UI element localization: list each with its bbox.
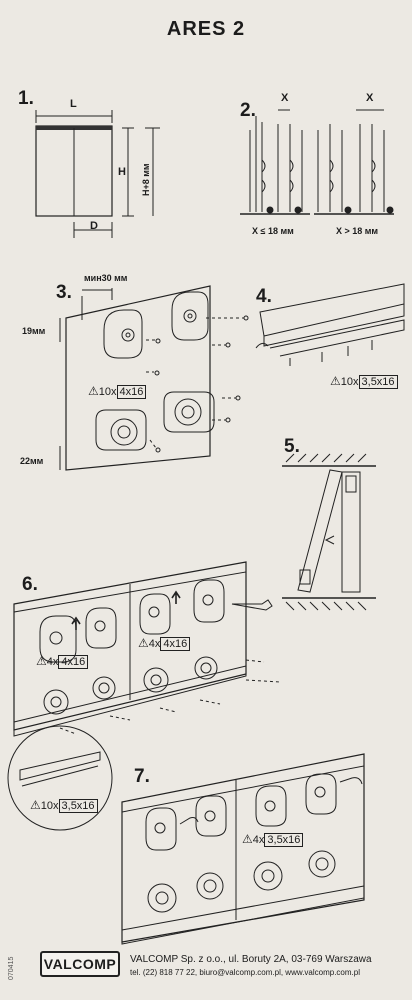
overlap-label-x-1: X	[281, 92, 289, 104]
bottom-offset-label: 22мм	[20, 456, 44, 466]
overlap-label-x-2: X	[366, 92, 374, 104]
screw-size: 3,5x16	[264, 833, 304, 847]
screw-size: 4x16	[58, 655, 89, 669]
warning-triangle-icon: ⚠	[36, 654, 47, 668]
step4-rail-mounting-diagram	[255, 283, 405, 366]
step1-panel-diagram	[35, 110, 160, 238]
overlap-condition-large: X > 18 мм	[336, 226, 379, 236]
document-code: 070415	[8, 956, 15, 980]
top-offset-label: 19мм	[22, 326, 46, 336]
dimension-label-h-plus-8: H+8 мм	[141, 163, 151, 196]
document-title: ARES 2	[166, 18, 246, 40]
step-number-2: 2.	[240, 100, 256, 121]
company-contact: tel. (22) 818 77 22, biuro@valcomp.com.p…	[130, 968, 360, 977]
warning-triangle-icon: ⚠	[242, 832, 253, 846]
step-number-6: 6.	[22, 574, 38, 595]
screw-size: 3,5x16	[58, 799, 98, 813]
step-number-1: 1.	[18, 88, 34, 109]
step6-adjustment-diagram	[7, 561, 281, 831]
screw-quantity: 10x	[40, 800, 59, 812]
screw-quantity: 4x	[148, 638, 161, 650]
screw-quantity: 10x	[98, 386, 117, 398]
screw-quantity: 4x	[252, 834, 265, 846]
screw-size: 3,5x16	[358, 375, 398, 389]
step-number-3: 3.	[56, 282, 72, 303]
step-number-7: 7.	[134, 766, 150, 787]
step3-roller-mounting-diagram	[59, 285, 249, 471]
screw-size: 4x16	[116, 385, 147, 399]
screw-quantity: 10x	[340, 376, 359, 388]
step5-door-hanging-diagram	[282, 453, 376, 611]
screw-quantity: 4x	[46, 656, 59, 668]
warning-triangle-icon: ⚠	[138, 636, 149, 650]
min-distance-label: мин30 мм	[84, 273, 128, 283]
company-address: VALCOMP Sp. z o.o., ul. Boruty 2A, 03-76…	[130, 954, 372, 965]
dimension-label-l: L	[70, 98, 77, 110]
dimension-label-d: D	[90, 220, 98, 232]
warning-triangle-icon: ⚠	[330, 374, 341, 388]
overlap-condition-small: X ≤ 18 мм	[252, 226, 294, 236]
step2-overlap-diagram	[240, 109, 394, 215]
warning-triangle-icon: ⚠	[88, 384, 99, 398]
warning-triangle-icon: ⚠	[30, 798, 41, 812]
step-number-5: 5.	[284, 436, 300, 457]
step7-final-assembly-diagram	[121, 753, 365, 945]
dimension-label-h: H	[118, 166, 126, 178]
step-number-4: 4.	[256, 286, 272, 307]
screw-size: 4x16	[160, 637, 191, 651]
valcomp-logo: VALCOMP	[40, 951, 120, 977]
